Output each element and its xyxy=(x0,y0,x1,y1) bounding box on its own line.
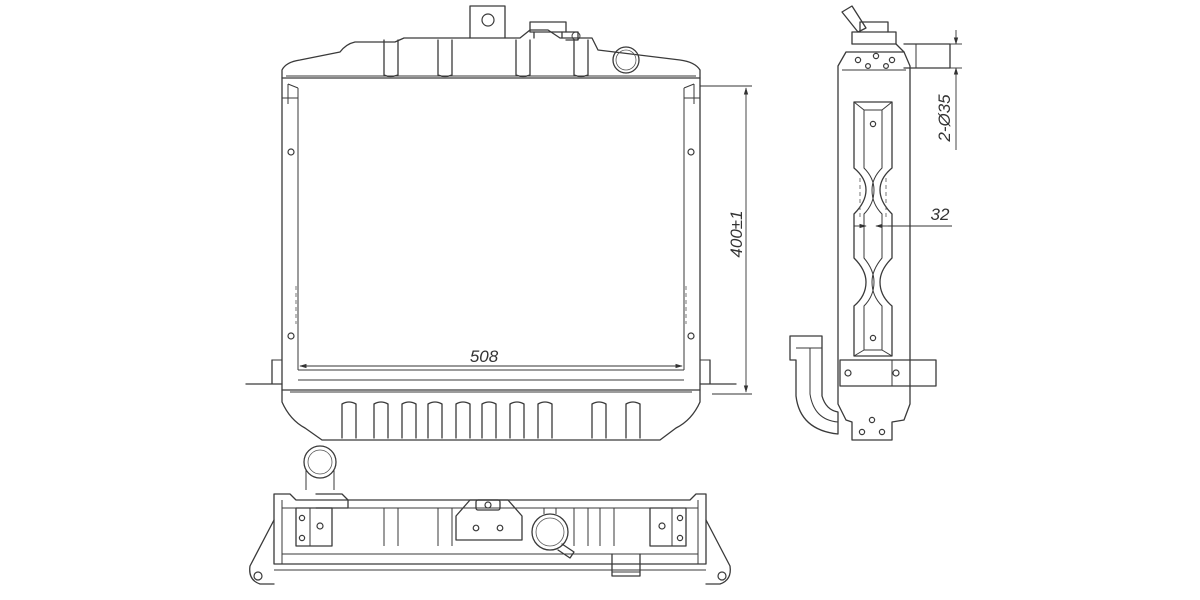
tank-depth-label: 32 xyxy=(931,205,950,224)
front-view: 508 400±1 xyxy=(245,5,752,441)
height-dimension-label: 400±1 xyxy=(727,210,746,257)
pipe-diameter-dimension xyxy=(950,30,962,150)
height-dimension xyxy=(700,85,752,395)
top-tank xyxy=(281,5,701,79)
side-view: 2-Ø35 32 xyxy=(789,5,962,441)
side-frame xyxy=(245,77,737,391)
top-view xyxy=(249,445,731,585)
width-dimension-label: 508 xyxy=(470,347,499,366)
bottom-tank xyxy=(281,389,701,441)
pipe-diameter-label: 2-Ø35 xyxy=(935,94,954,143)
